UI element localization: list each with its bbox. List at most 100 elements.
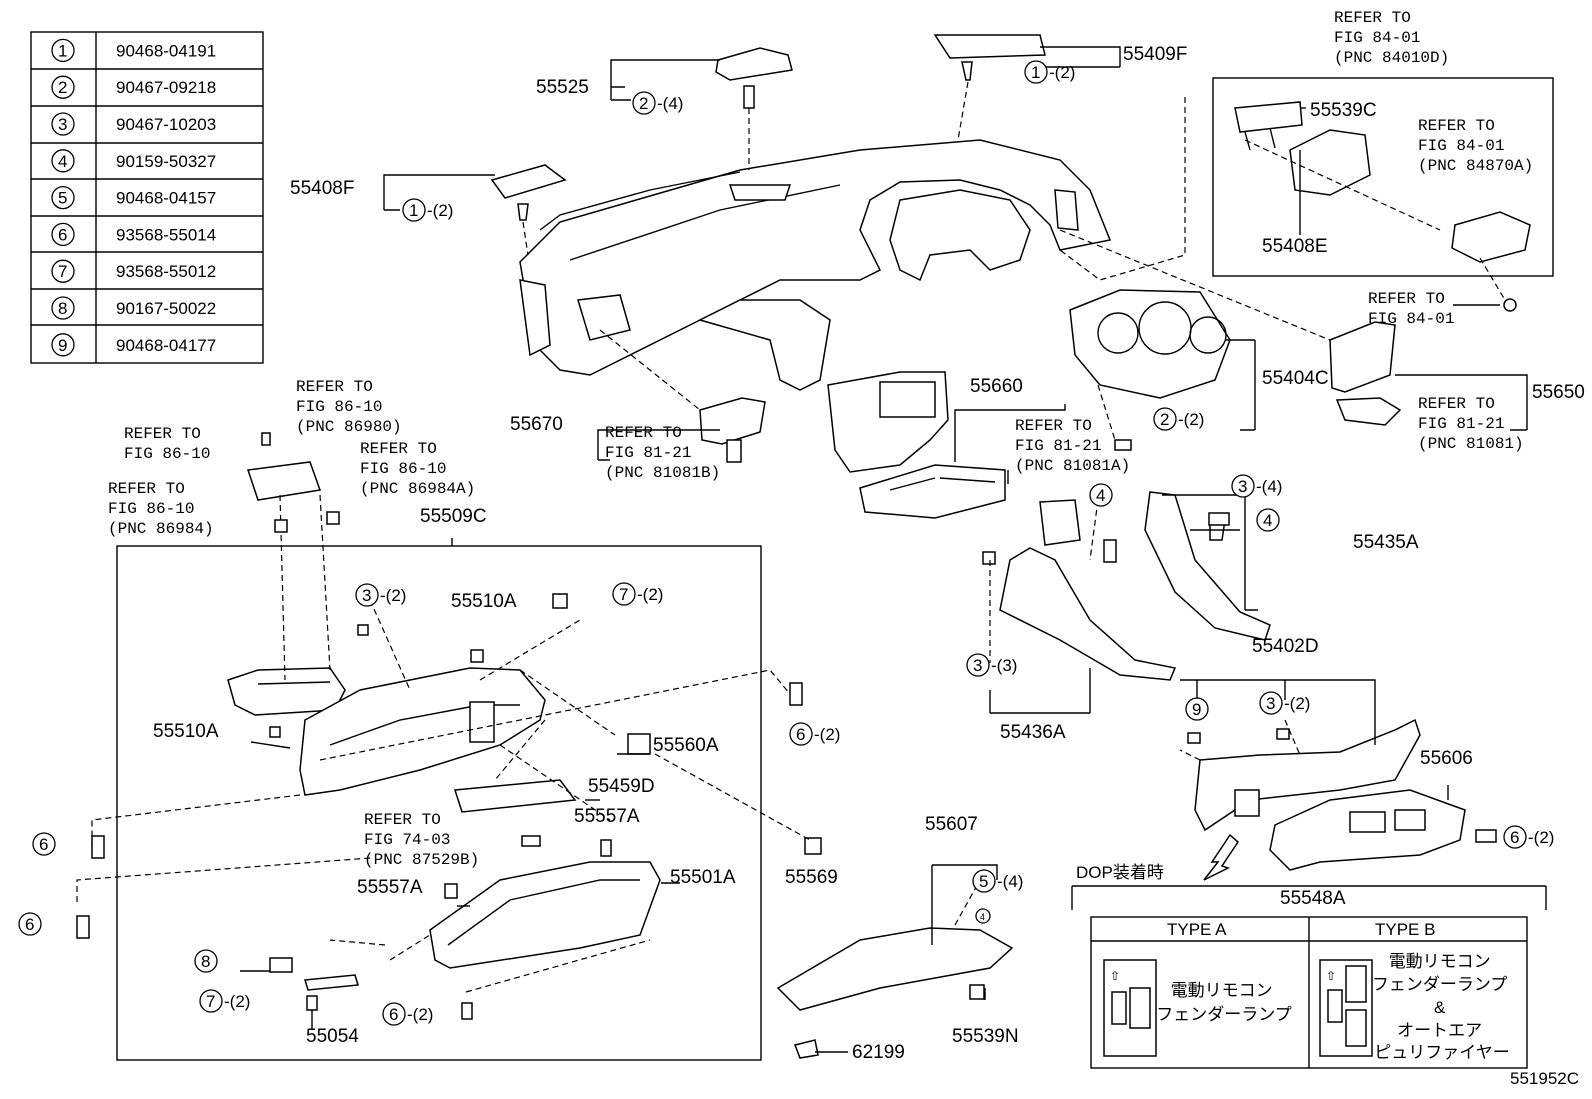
- instrument-panel: [519, 139, 1112, 473]
- part-86980-module: [247, 432, 322, 501]
- qty-6-2c: -(2): [407, 1005, 433, 1024]
- legend-number-circle: [51, 296, 75, 320]
- legend-part-code: 90468-04157: [116, 189, 216, 208]
- label-55539C: 55539C: [1310, 100, 1377, 121]
- legend-part-code: 90167-50022: [116, 299, 216, 318]
- qty-2-4: -(4): [657, 94, 683, 113]
- svg-text:2: 2: [639, 94, 648, 113]
- refer-86984A: REFER TO FIG 86-10 (PNC 86984A): [360, 440, 475, 498]
- legend-number: 4: [58, 152, 67, 171]
- callouts: 1 -(2) 2 -(4) 1 -(2) 2 -(2) 3 -(4) 4 4 3…: [18, 60, 1554, 1026]
- label-55408F: 55408F: [290, 178, 354, 199]
- refer-81081A: REFER TO FIG 81-21 (PNC 81081A): [1015, 417, 1130, 475]
- qty-3-2a: -(2): [380, 586, 406, 605]
- legend-number: 3: [58, 115, 67, 134]
- arrow-up-icon: ⇧: [1110, 969, 1120, 983]
- svg-text:7: 7: [619, 585, 628, 604]
- refer-86984: REFER TO FIG 86-10 (PNC 86984): [108, 480, 214, 538]
- arrow-up-icon: ⇧: [1326, 969, 1336, 983]
- refer-81081B: REFER TO FIG 81-21 (PNC 81081B): [605, 424, 720, 482]
- refer-86980: REFER TO FIG 86-10 (PNC 86980): [296, 378, 402, 436]
- label-55435A: 55435A: [1353, 532, 1419, 553]
- svg-text:4: 4: [1096, 486, 1105, 505]
- label-55408E: 55408E: [1262, 236, 1328, 257]
- refer-box-84-01: [1212, 77, 1554, 277]
- legend-number: 6: [58, 225, 67, 244]
- label-55548A: 55548A: [1280, 888, 1346, 909]
- label-55510A-upper: 55510A: [451, 591, 517, 612]
- label-55560A: 55560A: [653, 735, 719, 756]
- fasteners: [76, 511, 1497, 1020]
- label-62199: 62199: [852, 1042, 905, 1063]
- legend-part-code: 90467-10203: [116, 115, 216, 134]
- label-55404C: 55404C: [1262, 368, 1329, 389]
- label-55501A: 55501A: [670, 867, 736, 888]
- part-55539C-bracket: [1234, 101, 1303, 151]
- part-55402D-lower: [1194, 718, 1421, 832]
- svg-text:5: 5: [979, 872, 988, 891]
- qty-3-4: -(4): [1256, 477, 1282, 496]
- legend-number-circle: [51, 259, 75, 283]
- qty-6-2b: -(2): [1528, 828, 1554, 847]
- svg-text:8: 8: [201, 952, 210, 971]
- qty-3-3: -(3): [991, 656, 1017, 675]
- qty-7-2b: -(2): [224, 992, 250, 1011]
- legend-number-circle: [51, 38, 75, 63]
- label-55510A-lower: 55510A: [153, 721, 219, 742]
- part-84870A: [1451, 211, 1531, 263]
- part-55606-undercover: [1269, 789, 1466, 871]
- glove-box-group-box: [116, 545, 762, 1061]
- refer-84-01: REFER TO FIG 84-01: [1368, 290, 1454, 328]
- figure-id: 551952C: [1510, 1069, 1579, 1088]
- svg-text:3: 3: [1238, 477, 1247, 496]
- qty-2-2: -(2): [1178, 410, 1204, 429]
- legend-number-circle: [51, 112, 75, 136]
- label-55569: 55569: [785, 867, 838, 888]
- part-55525-cover: [715, 47, 793, 109]
- svg-text:1: 1: [409, 201, 418, 220]
- svg-text:6: 6: [39, 835, 48, 854]
- refer-87529B: REFER TO FIG 74-03 (PNC 87529B): [364, 811, 479, 869]
- part-55408E-pocket: [1289, 129, 1371, 196]
- type-b-desc: 電動リモコン フェンダーランプ & オートエア ピュリファイヤー: [1372, 952, 1512, 1062]
- part-55607-tray: [776, 927, 1014, 1059]
- part-55670-vent: [699, 397, 766, 463]
- svg-text:4: 4: [1263, 511, 1272, 530]
- refer-81081: REFER TO FIG 81-21 (PNC 81081): [1418, 395, 1524, 453]
- part-55409F-cover: [933, 34, 1046, 81]
- refer-84870A: REFER TO FIG 84-01 (PNC 84870A): [1418, 117, 1533, 175]
- part-55509C-frame: [299, 667, 546, 796]
- label-55509C: 55509C: [420, 506, 487, 527]
- refer-labels: REFER TO FIG 84-01 (PNC 84010D) REFER TO…: [108, 9, 1533, 869]
- legend-part-code: 90468-04191: [116, 41, 216, 60]
- legend-number: 8: [58, 299, 67, 318]
- qty-1-2b: -(2): [427, 201, 453, 220]
- part-55436A-panel: [982, 547, 1177, 681]
- part-55569-clip: [804, 837, 822, 855]
- svg-text:6: 6: [796, 725, 805, 744]
- part-55054-damper: [304, 974, 359, 991]
- legend-part-code: 90467-09218: [116, 78, 216, 97]
- legend-number-circle: [51, 75, 75, 99]
- view-arrow-icon: [1203, 833, 1239, 881]
- label-55557A-left: 55557A: [357, 877, 423, 898]
- svg-text:6: 6: [25, 915, 34, 934]
- svg-text:6: 6: [389, 1005, 398, 1024]
- label-55525: 55525: [536, 77, 589, 98]
- svg-text:7: 7: [206, 992, 215, 1011]
- label-55606: 55606: [1420, 748, 1473, 769]
- qty-6-2a: -(2): [814, 725, 840, 744]
- legend-number: 7: [58, 262, 67, 281]
- part-55660-register: [859, 464, 1006, 519]
- part-glove-box-housing: [227, 667, 346, 716]
- svg-text:2: 2: [1160, 410, 1169, 429]
- legend-part-code: 93568-55012: [116, 262, 216, 281]
- part-55501A-door: [429, 861, 661, 969]
- refer-84010D: REFER TO FIG 84-01 (PNC 84010D): [1334, 9, 1449, 67]
- qty-5-4: -(4): [997, 872, 1023, 891]
- legend-number-circle: [51, 333, 75, 357]
- part-55404C-bezel: [1069, 289, 1231, 451]
- label-55054: 55054: [306, 1026, 359, 1047]
